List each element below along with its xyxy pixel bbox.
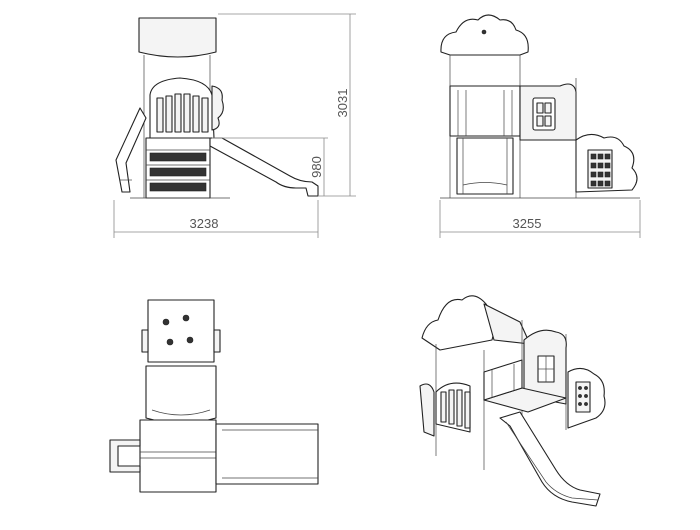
front-view <box>440 14 640 199</box>
top-base <box>139 419 217 493</box>
top-view <box>109 299 319 493</box>
top-ladder <box>109 439 141 473</box>
top-roof <box>147 299 215 363</box>
front-roof <box>440 14 529 56</box>
iso-slats <box>440 389 471 429</box>
top-platform <box>145 365 217 424</box>
side-slide <box>209 137 319 197</box>
side-step-1 <box>149 152 207 162</box>
front-window <box>532 97 556 131</box>
game-board-cells <box>590 153 611 187</box>
front-dimensions: 3255 <box>439 200 641 238</box>
side-roof-panel <box>138 17 217 58</box>
iso-ladder <box>419 383 435 437</box>
iso-roof <box>421 295 495 351</box>
iso-rail <box>483 359 523 401</box>
front-width-dimension: 3255 <box>513 216 542 231</box>
front-slide <box>456 137 514 195</box>
top-slide <box>215 423 319 485</box>
side-width-dimension: 3238 <box>190 216 219 231</box>
iso-game-board <box>575 381 591 413</box>
side-ladder <box>115 107 147 193</box>
side-step-2 <box>149 167 207 177</box>
side-cloud-panel <box>211 85 224 131</box>
slide-height-dimension: 980 <box>309 156 324 178</box>
iso-slide <box>499 411 601 507</box>
side-step-3 <box>149 182 207 192</box>
side-height-dimension: 3031 <box>335 89 350 118</box>
front-rail-frame <box>449 85 521 137</box>
side-panel-slats <box>156 93 209 133</box>
side-dimensions: 3031 980 3238 <box>113 13 356 238</box>
side-view <box>115 17 319 199</box>
isometric-view <box>419 295 606 507</box>
